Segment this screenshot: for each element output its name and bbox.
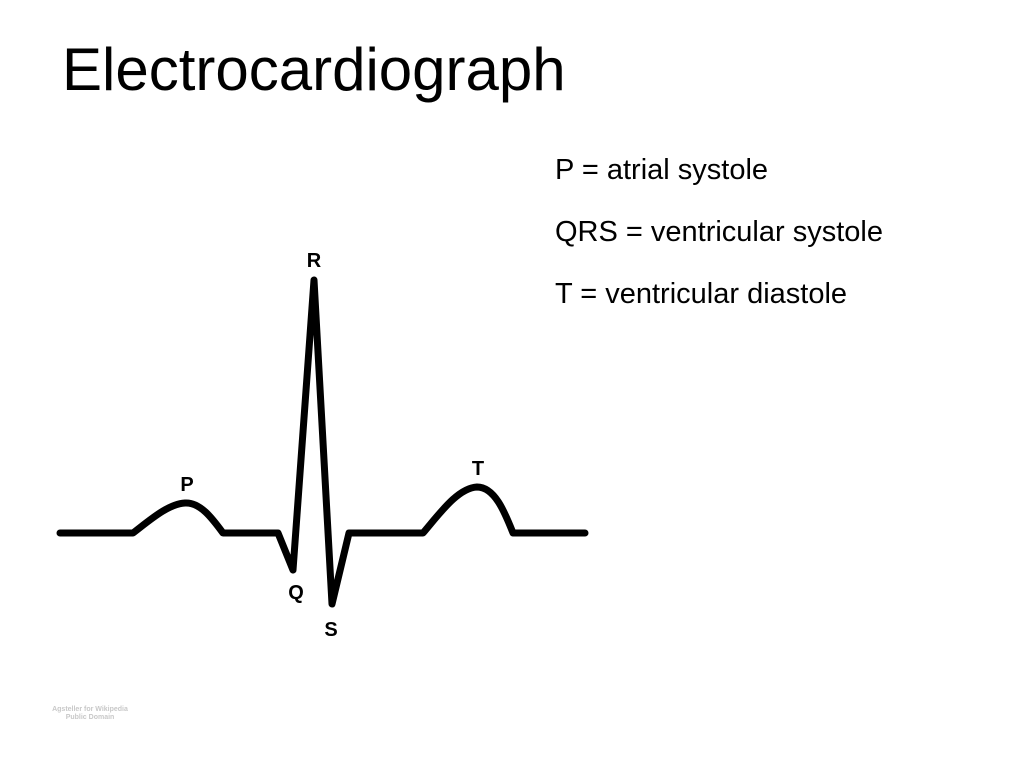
credit-license: Public Domain: [65, 714, 115, 721]
ecg-waveform: [56, 276, 589, 608]
wave-label-q: Q: [288, 582, 304, 604]
credit-author: Agsteller for Wikipedia: [52, 706, 128, 713]
legend-item-t: T = ventricular diastole: [555, 278, 848, 310]
wave-label-r: R: [307, 250, 322, 272]
wave-legend: P = atrial systole QRS = ventricular sys…: [555, 150, 883, 336]
slide-title: Electrocardiograph: [62, 36, 566, 103]
legend-item-p: P = atrial systole: [555, 154, 769, 186]
legend-item-qrs: QRS = ventricular systole: [555, 216, 883, 248]
image-credit: Agsteller for Wikipedia Public Domain: [40, 706, 140, 722]
wave-label-s: S: [324, 619, 337, 641]
wave-label-p: P: [180, 474, 193, 496]
wave-label-t: T: [472, 458, 484, 480]
